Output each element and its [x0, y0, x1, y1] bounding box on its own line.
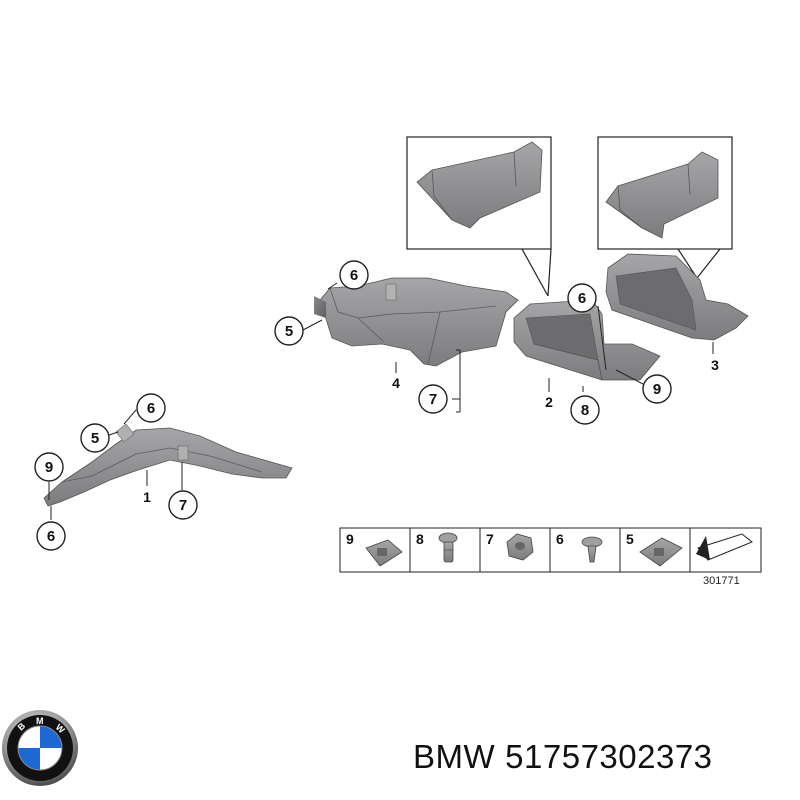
callout-6-left-bottom: 6	[36, 521, 66, 551]
callout-label: 6	[47, 528, 55, 545]
inset-detail-left	[406, 136, 552, 297]
part-number-3: 3	[711, 357, 719, 373]
part-number-4: 4	[392, 375, 400, 391]
bmw-logo-icon: B M W	[2, 710, 78, 786]
legend-label: 8	[416, 531, 424, 547]
reference-code: 301771	[703, 575, 740, 587]
part-2-shape	[513, 299, 661, 381]
callout-label: 9	[653, 381, 661, 398]
part-4-shape	[314, 277, 519, 367]
legend-label: 7	[486, 531, 494, 547]
arrow-icon	[696, 533, 753, 561]
callout-6-middle: 6	[339, 260, 369, 290]
svg-text:B: B	[16, 720, 28, 732]
leader-lines	[48, 282, 714, 520]
legend-label: 5	[626, 531, 634, 547]
callout-9-left: 9	[34, 452, 64, 482]
brand-name: BMW	[413, 738, 496, 775]
part-number-1: 1	[143, 489, 151, 505]
callout-label: 6	[578, 290, 586, 307]
callout-label: 9	[45, 459, 53, 476]
callout-5-middle: 5	[274, 316, 304, 346]
fastener-legend: 9 8 7 6 5 301771	[339, 527, 762, 587]
callout-6-right: 6	[567, 283, 597, 313]
callout-label: 5	[285, 323, 293, 340]
part-numbers: 1 2 3 4	[143, 357, 719, 505]
legend-cell-9: 9	[346, 531, 403, 567]
part-number: 51757302373	[505, 738, 713, 775]
callout-label: 7	[179, 497, 187, 514]
part-1-shape	[43, 423, 293, 507]
callout-label: 7	[429, 391, 437, 408]
callout-7-left: 7	[168, 490, 198, 520]
callout-9-right: 9	[642, 374, 672, 404]
callout-8-right: 8	[570, 395, 600, 425]
legend-label: 9	[346, 531, 354, 547]
callout-label: 6	[350, 267, 358, 284]
legend-cell-7: 7	[486, 531, 534, 561]
legend-label: 6	[556, 531, 564, 547]
callout-5-left: 5	[80, 423, 110, 453]
callout-label: 6	[147, 400, 155, 417]
legend-cell-6: 6	[556, 531, 603, 563]
legend-cell-5: 5	[626, 531, 683, 567]
callout-label: 8	[581, 402, 589, 419]
part-3-shape	[605, 253, 749, 341]
callout-6-left-top: 6	[136, 393, 166, 423]
legend-cell-8: 8	[416, 531, 458, 563]
callout-7-middle: 7	[418, 384, 448, 414]
callouts: 6 5 9 7 6 6 5 7	[34, 260, 672, 551]
svg-text:M: M	[36, 716, 44, 726]
callout-label: 5	[91, 430, 99, 447]
inset-detail-right	[597, 136, 733, 279]
part-number-2: 2	[545, 394, 553, 410]
